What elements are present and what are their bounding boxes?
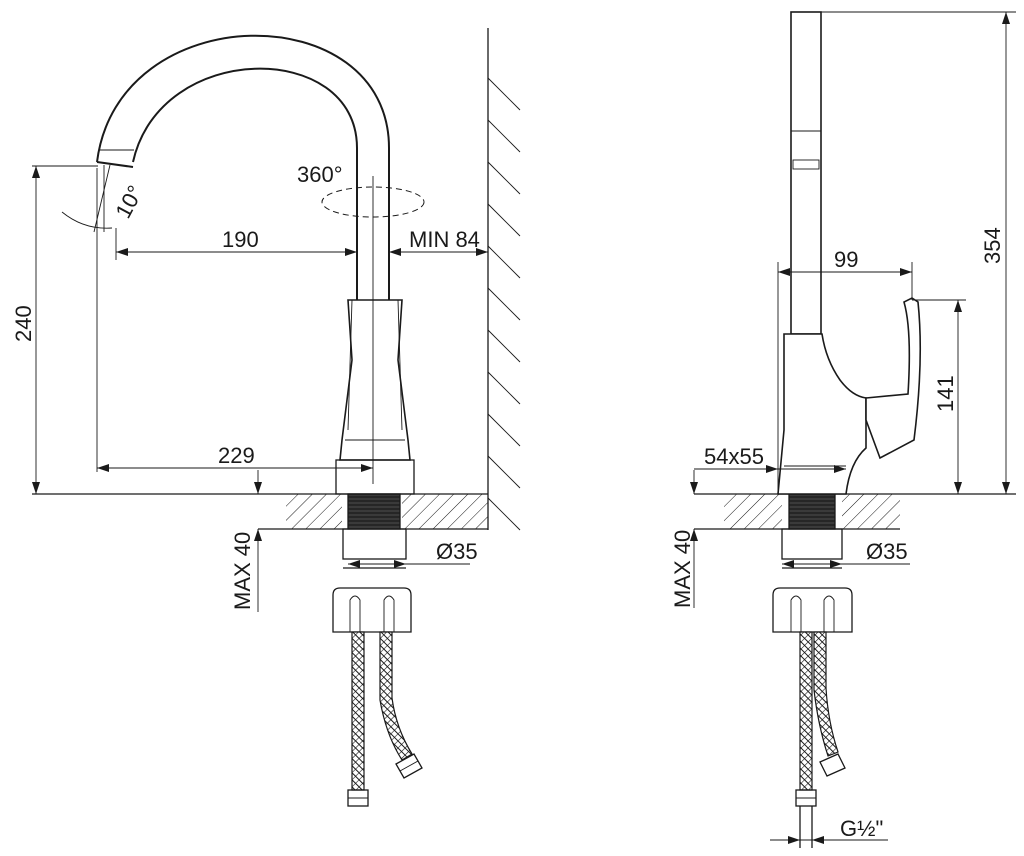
dimension-hose-thread: G½": [770, 816, 888, 844]
dimension-shank-diameter-front: Ø35: [348, 539, 478, 568]
threaded-shank-front: [347, 493, 401, 530]
wall-clearance-label: MIN 84: [409, 227, 480, 252]
faucet-body-front: [335, 299, 415, 495]
deck-thickness-side-label: MAX 40: [670, 530, 695, 608]
deck-thickness-front-label: MAX 40: [230, 532, 255, 610]
dimension-wall-clearance: MIN 84: [389, 227, 488, 256]
countertop-side: [694, 493, 1016, 530]
dimension-total-height: 354: [821, 11, 1016, 494]
total-height-label: 354: [980, 227, 1005, 264]
side-view: 99 54x55 354 141: [670, 11, 1016, 848]
dimension-spout-height: 240: [11, 165, 98, 494]
dimension-deck-thickness-front: MAX 40: [230, 470, 262, 612]
dimension-base-size: 54x55: [694, 444, 846, 473]
dimension-handle-height: 141: [912, 299, 966, 494]
spout-front: [96, 34, 390, 300]
total-reach-label: 229: [218, 443, 255, 468]
shank-diameter-side-label: Ø35: [866, 539, 908, 564]
dimension-shank-diameter-side: Ø35: [782, 539, 910, 568]
mounting-bracket-side: [772, 528, 853, 633]
hose-thread-label: G½": [840, 816, 883, 841]
tilt-angle-annotation: 10°: [61, 164, 148, 233]
shank-diameter-front-label: Ø35: [436, 539, 478, 564]
swivel-angle-label: 360°: [297, 162, 343, 187]
swivel-rotation-ellipse: [321, 186, 425, 218]
dimension-deck-thickness-side: MAX 40: [670, 470, 698, 608]
base-size-label: 54x55: [704, 444, 764, 469]
supply-hoses-front: [347, 631, 423, 807]
side-depth-label: 99: [834, 247, 858, 272]
dimension-side-depth: 99: [777, 247, 913, 494]
spout-tilt-label: 10°: [110, 181, 148, 222]
handle-height-label: 141: [933, 375, 958, 412]
countertop-front: [32, 493, 488, 530]
wall: [487, 28, 521, 531]
dimension-spout-reach: 190: [115, 227, 357, 260]
dimension-total-reach: 229: [96, 168, 373, 472]
threaded-shank-side: [788, 493, 836, 530]
spout-reach-label: 190: [222, 227, 259, 252]
front-view: 360° 10° 190 MIN 84: [11, 28, 521, 807]
faucet-column-side: [790, 11, 822, 335]
mounting-bracket-front: [332, 528, 412, 633]
spout-height-label: 240: [11, 305, 36, 342]
supply-hoses-side: [795, 631, 846, 848]
